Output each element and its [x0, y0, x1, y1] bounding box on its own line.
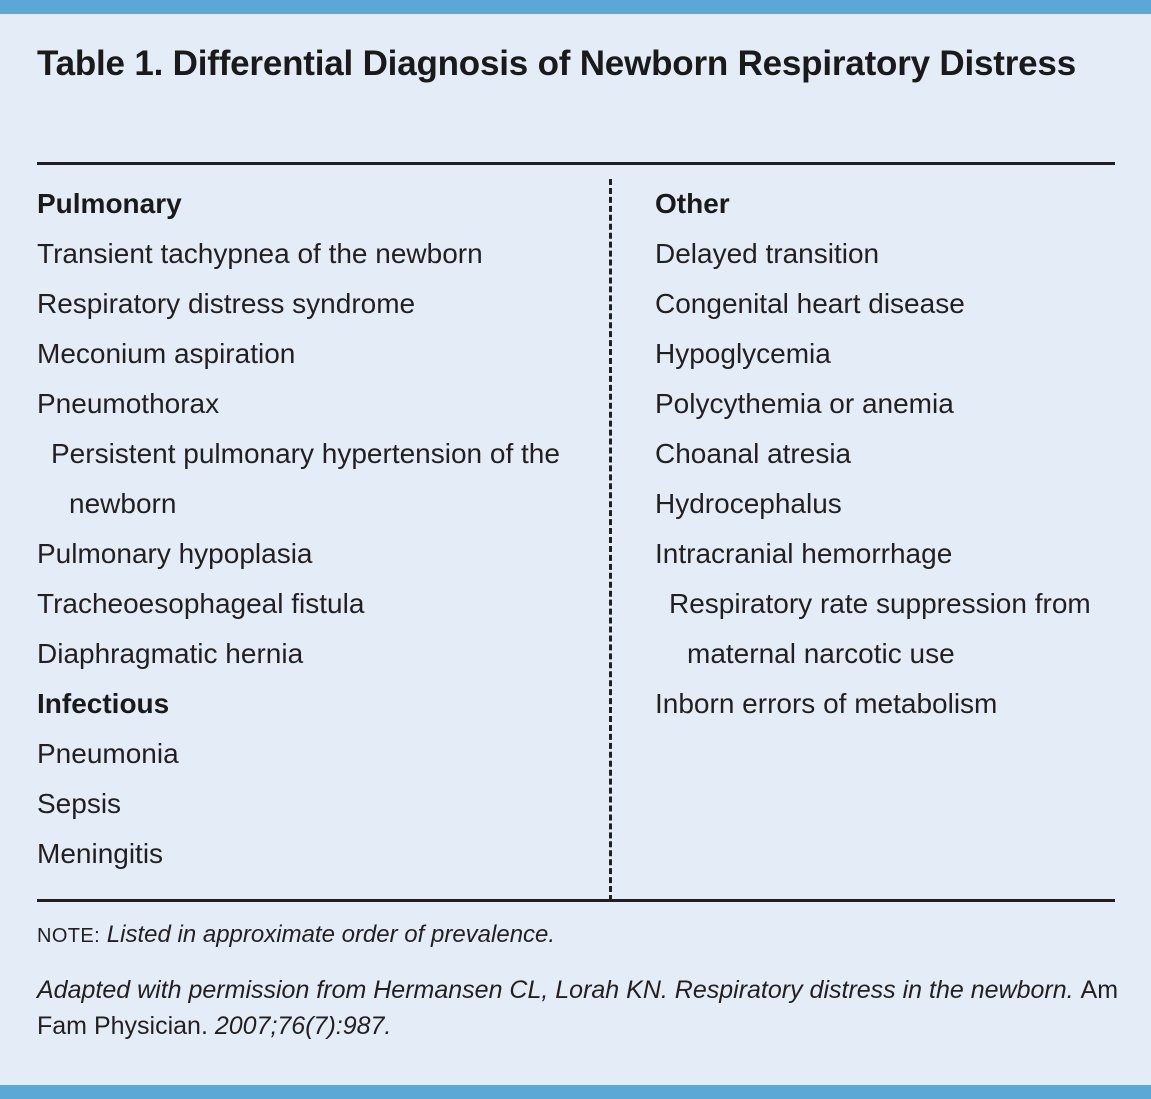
column-divider-dashed — [609, 179, 612, 901]
list-item: Delayed transition — [655, 238, 880, 269]
list-item: Pulmonary hypoplasia — [37, 538, 313, 569]
list-item: Transient tachypnea of the newborn — [37, 238, 483, 269]
table-body: Pulmonary Transient tachypnea of the new… — [0, 179, 1151, 899]
list-item: Pneumothorax — [37, 388, 220, 419]
table-card: Table 1. Differential Diagnosis of Newbo… — [0, 14, 1151, 1085]
source-text-part2: 2007;76(7):987. — [214, 1011, 392, 1040]
column-right: Other Delayed transition Congenital hear… — [655, 179, 1115, 729]
bottom-accent-bar — [0, 1085, 1151, 1099]
list-item: Meningitis — [37, 838, 164, 869]
list-item: Hypoglycemia — [655, 338, 831, 369]
list-item: Tracheoesophageal fistula — [37, 588, 365, 619]
column-left: Pulmonary Transient tachypnea of the new… — [37, 179, 597, 879]
table-footer: NOTE: Listed in approximate order of pre… — [37, 919, 1122, 1044]
note-row: NOTE: Listed in approximate order of pre… — [37, 919, 1122, 951]
list-item: Meconium aspiration — [37, 338, 296, 369]
list-item: Persistent pulmonary hypertension of the… — [51, 438, 560, 519]
list-item: Respiratory rate suppression from matern… — [669, 588, 1091, 669]
group-heading-pulmonary: Pulmonary — [37, 188, 182, 219]
group-heading-other: Other — [655, 188, 730, 219]
list-item: Diaphragmatic hernia — [37, 638, 304, 669]
list-item: Respiratory distress syndrome — [37, 288, 416, 319]
footer-divider-rule — [37, 899, 1115, 902]
page-title: Table 1. Differential Diagnosis of Newbo… — [37, 44, 1076, 83]
list-item: Intracranial hemorrhage — [655, 538, 953, 569]
note-label: NOTE: — [37, 925, 101, 947]
list-item: Choanal atresia — [655, 438, 852, 469]
source-journal-name: Am Fam Physician. — [37, 976, 1119, 1040]
source-text-part1: Adapted with permission from Hermansen C… — [37, 976, 1074, 1005]
note-text: Listed in approximate order of prevalenc… — [106, 921, 556, 948]
list-item: Inborn errors of metabolism — [655, 688, 998, 719]
top-accent-bar — [0, 0, 1151, 14]
group-heading-infectious: Infectious — [37, 688, 170, 719]
list-item: Sepsis — [37, 788, 122, 819]
list-item: Pneumonia — [37, 738, 179, 769]
list-item: Hydrocephalus — [655, 488, 842, 519]
list-item: Congenital heart disease — [655, 288, 965, 319]
source-citation: Adapted with permission from Hermansen C… — [37, 973, 1122, 1044]
header-divider-rule — [37, 162, 1115, 165]
list-item: Polycythemia or anemia — [655, 388, 954, 419]
